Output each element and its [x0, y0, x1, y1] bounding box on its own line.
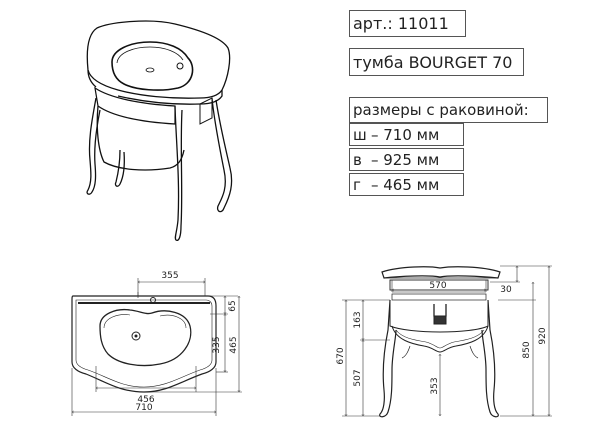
model-name: тумба BOURGET 70	[349, 48, 524, 76]
front-dim-670: 670	[336, 347, 346, 364]
top-dim-335: 335	[212, 336, 222, 353]
dimension-row-width: ш– 710 мм	[349, 123, 464, 146]
dimension-key: ш	[353, 126, 367, 144]
article-number: арт.: 11011	[349, 10, 466, 37]
dimensions-title: размеры с раковиной:	[349, 97, 548, 123]
dimension-key: в	[353, 151, 362, 169]
front-dim-570: 570	[429, 281, 446, 291]
top-dim-355: 355	[161, 271, 178, 281]
front-dim-353: 353	[430, 377, 440, 394]
dimension-value: – 710 мм	[371, 126, 440, 144]
top-dim-65: 65	[228, 300, 238, 311]
dimension-key: г	[353, 176, 361, 194]
top-dim-710: 710	[135, 403, 152, 413]
top-view-drawing	[71, 278, 242, 416]
front-view-drawing	[342, 266, 552, 418]
front-dim-920: 920	[538, 327, 548, 344]
dimension-row-height: в – 925 мм	[349, 148, 464, 171]
cabinet-perspective-sketch	[86, 20, 233, 242]
dimension-value: – 465 мм	[371, 176, 440, 194]
dimension-value: – 925 мм	[371, 151, 440, 169]
front-dim-850: 850	[522, 341, 532, 358]
front-dim-163: 163	[353, 311, 363, 328]
top-dim-465: 465	[229, 336, 239, 353]
front-dim-30: 30	[500, 285, 512, 295]
front-dim-507: 507	[353, 369, 363, 386]
top-dim-456: 456	[137, 395, 154, 405]
dimension-row-depth: г – 465 мм	[349, 173, 464, 196]
